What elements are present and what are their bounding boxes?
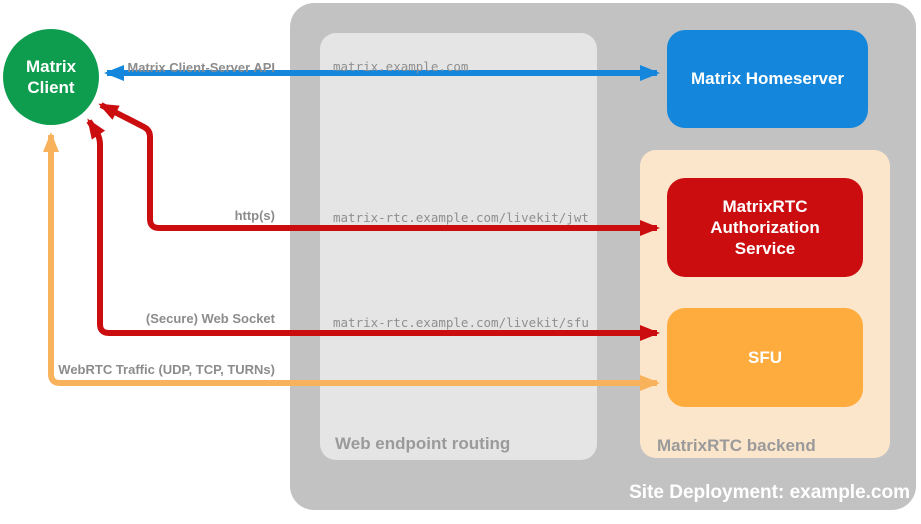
connection-label-https: http(s) xyxy=(234,208,275,223)
connection-label-websocket: (Secure) Web Socket xyxy=(145,311,275,326)
sfu-label: SFU xyxy=(748,347,782,367)
node-matrixrtc-authorization-service: MatrixRTC Authorization Service xyxy=(667,178,863,277)
connection-label-client-server-api: Matrix Client-Server API xyxy=(127,60,275,75)
site-deployment-title: Site Deployment: example.com xyxy=(629,482,910,503)
connection-label-webrtc-traffic: WebRTC Traffic (UDP, TCP, TURNs) xyxy=(58,362,275,377)
endpoint-url-livekit-jwt: matrix-rtc.example.com/livekit/jwt xyxy=(333,210,589,225)
node-sfu: SFU xyxy=(667,308,863,407)
auth-service-label: MatrixRTC Authorization Service xyxy=(710,196,820,259)
matrix-client-label: Matrix Client xyxy=(25,56,77,97)
endpoint-url-livekit-sfu: matrix-rtc.example.com/livekit/sfu xyxy=(333,315,589,330)
web-endpoint-routing-container xyxy=(320,33,597,460)
matrixrtc-backend-title: MatrixRTC backend xyxy=(657,436,816,455)
node-matrix-client: Matrix Client xyxy=(3,29,99,125)
endpoint-url-matrix: matrix.example.com xyxy=(333,59,469,74)
homeserver-label: Matrix Homeserver xyxy=(690,69,845,89)
node-matrix-homeserver: Matrix Homeserver xyxy=(667,30,868,128)
web-endpoint-routing-title: Web endpoint routing xyxy=(335,434,511,453)
